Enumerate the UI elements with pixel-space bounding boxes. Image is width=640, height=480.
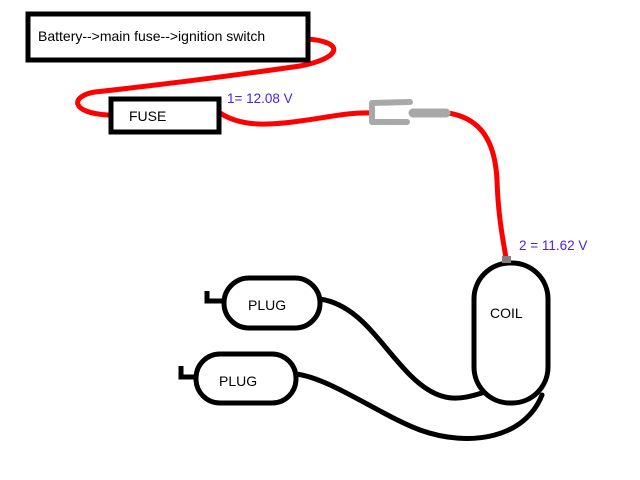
wire-source-to-fuse [75, 36, 337, 118]
fuse-label: FUSE [129, 108, 166, 124]
coil-terminal [502, 256, 511, 263]
source-label: Battery-->main fuse-->ignition switch [38, 28, 265, 44]
plug2-electrode [178, 366, 196, 380]
measurement-2-label: 2 = 11.62 V [519, 238, 587, 253]
measurement-1-label: 1= 12.08 V [227, 91, 293, 106]
ht-lead-plug1 [317, 296, 488, 401]
plug1-body [221, 275, 323, 331]
coil-label: COIL [490, 305, 523, 321]
coil-body [471, 260, 551, 406]
plug1-electrode [204, 291, 224, 304]
source-box [25, 11, 311, 63]
connector-female [369, 99, 413, 125]
ht-lead-plug2 [293, 371, 545, 442]
bullet-connector [369, 99, 451, 125]
plug1-label: PLUG [248, 297, 286, 313]
wire-connector-to-coil [445, 110, 509, 261]
fuse-box [108, 96, 222, 135]
wire-fuse-to-connector [217, 110, 375, 127]
plug2-body [193, 351, 299, 406]
plug2-label: PLUG [219, 373, 257, 389]
